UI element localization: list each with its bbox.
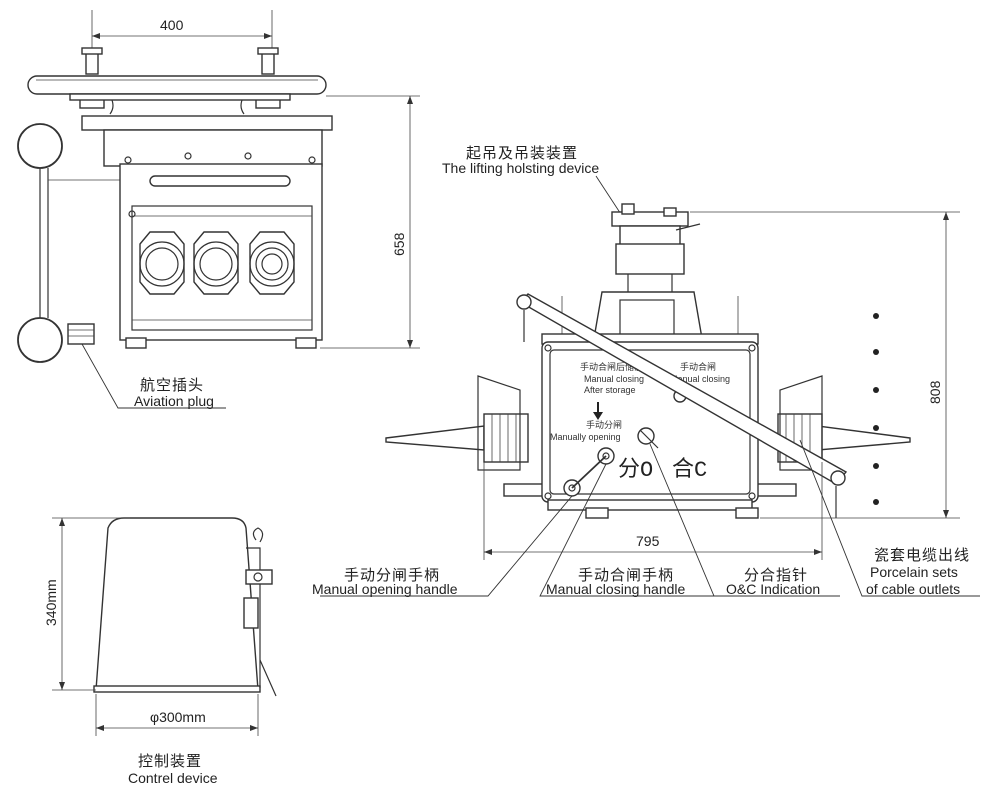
porcelain-label-cn: 瓷套电缆出线 — [874, 547, 970, 564]
oc-indication-label-en: O&C Indication — [726, 581, 820, 597]
dimension-side-width: 795 — [483, 462, 823, 560]
control-device-label-en: Contrel device — [128, 770, 218, 786]
panel-close-cn: 手动合闸 — [680, 361, 716, 372]
porcelain-label-en1: Porcelain sets — [870, 564, 958, 580]
lifting-device-label-en: The lifting holsting device — [442, 160, 599, 176]
manual-closing-handle-label-cn: 手动合闸手柄 — [578, 567, 674, 584]
aviation-plug — [67, 323, 226, 409]
panel-storage-cn: 手动合闸后储能 — [580, 361, 643, 372]
dimension-side-height-label: 808 — [927, 380, 943, 404]
front-bushings — [139, 231, 295, 295]
dimension-control-diameter-label: φ300mm — [150, 709, 206, 725]
porcelain-label-en2: of cable outlets — [866, 581, 960, 597]
lifting-device-label-cn: 起吊及吊装装置 — [466, 145, 578, 162]
mounting-dots — [873, 313, 879, 505]
left-bushing — [385, 375, 545, 497]
dimension-control-diameter: φ300mm — [95, 694, 259, 736]
dimension-top-width-label: 400 — [160, 17, 184, 33]
panel-close-en: Manual closing — [670, 374, 730, 384]
control-device-label-cn: 控制装置 — [138, 753, 202, 770]
dimension-control-height: 340mm — [43, 517, 130, 691]
manual-closing-handle-label-en: Manual closing handle — [546, 581, 686, 597]
front-view: 400 — [17, 10, 420, 409]
mount-brackets — [69, 47, 333, 167]
state-close-indicator: 合C — [672, 457, 707, 483]
lifting-ring — [17, 123, 120, 363]
dimension-side-height: 808 — [690, 211, 960, 519]
panel-labels: 手动合闸后储能 Manual closing After storage 手动合… — [550, 361, 730, 483]
lifting-bracket — [611, 203, 701, 292]
side-view: 起吊及吊装装置 The lifting holsting device — [312, 145, 980, 597]
main-body — [541, 341, 759, 519]
manual-opening-handle-label-cn: 手动分闸手柄 — [344, 567, 440, 584]
panel-storage-en1: Manual closing — [584, 374, 644, 384]
panel-storage-en2: After storage — [584, 385, 636, 395]
state-open-indicator: 分O — [618, 457, 653, 483]
dimension-control-height-label: 340mm — [43, 579, 59, 626]
panel-open-cn: 手动分闸 — [586, 419, 622, 430]
panel-open-en: Manually opening — [550, 432, 621, 442]
operating-handle[interactable] — [516, 293, 848, 518]
leader-lines — [320, 439, 980, 597]
pole-pipe — [27, 75, 327, 95]
control-device-view: 340mm φ300mm 控制装置 Contrel device — [43, 517, 277, 786]
dimension-front-height-label: 658 — [391, 232, 407, 256]
aviation-plug-label-en: Aviation plug — [134, 393, 214, 409]
dimension-front-height: 658 — [320, 95, 420, 349]
manual-opening-handle-label-en: Manual opening handle — [312, 581, 458, 597]
aviation-plug-label-cn: 航空插头 — [140, 377, 204, 394]
oc-indication-label-cn: 分合指针 — [744, 567, 808, 584]
dimension-top-width: 400 — [91, 10, 273, 70]
dimension-side-width-label: 795 — [636, 533, 660, 549]
